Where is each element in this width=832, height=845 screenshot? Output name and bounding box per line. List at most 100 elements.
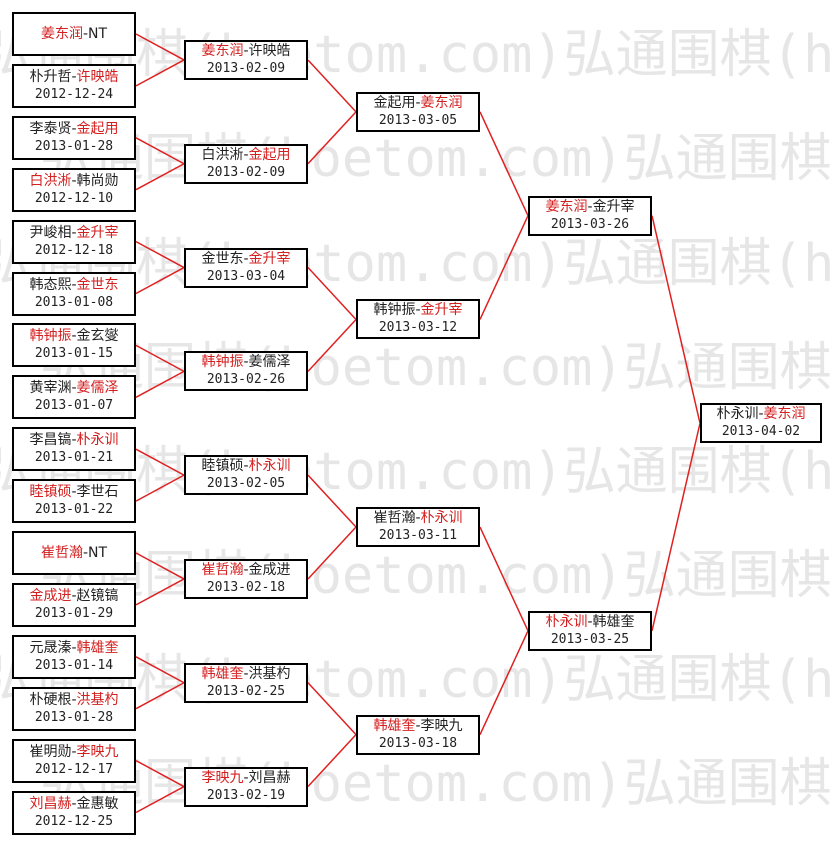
match-players: 李昌镐-朴永训 <box>29 432 118 449</box>
match-players: 崔明勋-李映九 <box>29 744 118 761</box>
bracket-connector <box>479 526 529 632</box>
match-players: 姜东润-金升宰 <box>545 199 634 216</box>
match-date: 2012-12-10 <box>34 190 114 206</box>
match-date: 2013-04-02 <box>721 424 801 440</box>
versus-dash: - <box>71 120 77 137</box>
bracket-connector <box>307 474 357 528</box>
match-date: 2013-01-29 <box>34 605 114 621</box>
match-players: 金成进-赵镜镐 <box>29 588 118 605</box>
match-players: 姜东润-许映皓 <box>201 43 290 60</box>
versus-dash: - <box>71 68 77 85</box>
match-date: 2013-03-11 <box>378 528 458 544</box>
bracket-connector <box>307 267 357 320</box>
player-one: 崔哲瀚 <box>201 561 244 578</box>
watermark-text: 弘通围棋(hoetom.com)弘通围棋(hoetom.com) <box>0 234 832 294</box>
versus-dash: - <box>587 198 593 215</box>
match-players: 金世东-金升宰 <box>201 251 290 268</box>
versus-dash: - <box>82 25 89 42</box>
player-one: 韩钟振 <box>373 302 416 319</box>
match-box: 姜东润-NT <box>12 12 136 56</box>
bracket-connector <box>135 785 185 814</box>
player-one: 睦镇硕 <box>29 484 72 501</box>
player-two: 许映皓 <box>248 42 291 59</box>
versus-dash: - <box>243 561 249 578</box>
player-one: 韩钟振 <box>201 354 244 371</box>
versus-dash: - <box>243 354 249 371</box>
versus-dash: - <box>415 717 421 734</box>
match-players: 韩钟振-姜儒泽 <box>201 354 290 371</box>
player-two: 韩雄奎 <box>592 613 635 630</box>
match-date: 2013-02-18 <box>206 579 286 595</box>
bracket-connector <box>135 448 185 476</box>
player-one: 白洪淅 <box>201 146 244 163</box>
player-one: 金起用 <box>373 94 416 111</box>
versus-dash: - <box>243 42 249 59</box>
versus-dash: - <box>415 510 421 527</box>
match-date: 2013-01-22 <box>34 502 114 518</box>
match-players: 金起用-姜东润 <box>373 95 462 112</box>
match-players: 李泰贤-金起用 <box>29 121 118 138</box>
bracket-connector <box>479 215 529 320</box>
player-one: 金世东 <box>201 250 244 267</box>
bracket-connector <box>307 526 357 580</box>
match-players: 朴永训-姜东润 <box>716 406 805 423</box>
versus-dash: - <box>243 458 249 475</box>
versus-dash: - <box>71 432 77 449</box>
versus-dash: - <box>71 172 77 189</box>
player-two: 李映九 <box>420 717 463 734</box>
match-date: 2013-02-05 <box>206 476 286 492</box>
match-date: 2013-03-25 <box>550 631 630 647</box>
bracket-connector <box>135 759 185 788</box>
match-date: 2012-12-18 <box>34 242 114 258</box>
player-one: 李昌镐 <box>29 432 72 449</box>
match-players: 韩态熙-金世东 <box>29 277 118 294</box>
match-date: 2013-02-09 <box>206 164 286 180</box>
versus-dash: - <box>71 224 77 241</box>
player-two: 朴永训 <box>76 432 119 449</box>
player-two: 金起用 <box>76 120 119 137</box>
match-date: 2013-01-15 <box>34 346 114 362</box>
match-players: 朴升哲-许映皓 <box>29 69 118 86</box>
player-one: 姜东润 <box>40 25 83 42</box>
versus-dash: - <box>71 328 77 345</box>
player-one: 韩雄奎 <box>201 665 244 682</box>
watermark-text: 弘通围棋(hoetom.com)弘通围棋(hoetom.com) <box>40 754 832 814</box>
watermark-text: 弘通围棋(hoetom.com)弘通围棋(hoetom.com) <box>40 546 832 606</box>
player-two: 许映皓 <box>76 68 119 85</box>
watermark-text: 弘通围棋(hoetom.com)弘通围棋(hoetom.com) <box>40 338 832 398</box>
match-players: 朴硬根-洪基杓 <box>29 692 118 709</box>
player-two: NT <box>88 25 108 42</box>
match-date: 2013-02-26 <box>206 372 286 388</box>
match-date: 2013-03-18 <box>378 735 458 751</box>
player-one: 朴永训 <box>545 613 588 630</box>
match-players: 李映九-刘昌赫 <box>201 770 290 787</box>
player-one: 白洪淅 <box>29 172 72 189</box>
match-date: 2013-02-09 <box>206 60 286 76</box>
match-players: 崔哲瀚-朴永训 <box>373 510 462 527</box>
player-two: 金起用 <box>248 146 291 163</box>
versus-dash: - <box>758 406 764 423</box>
bracket-connector <box>651 423 701 632</box>
player-one: 睦镇硕 <box>201 458 244 475</box>
bracket-connector <box>135 240 185 269</box>
match-date: 2013-01-07 <box>34 398 114 414</box>
bracket-connector <box>135 59 185 87</box>
player-two: 洪基杓 <box>76 691 119 708</box>
player-two: 韩雄奎 <box>76 639 119 656</box>
